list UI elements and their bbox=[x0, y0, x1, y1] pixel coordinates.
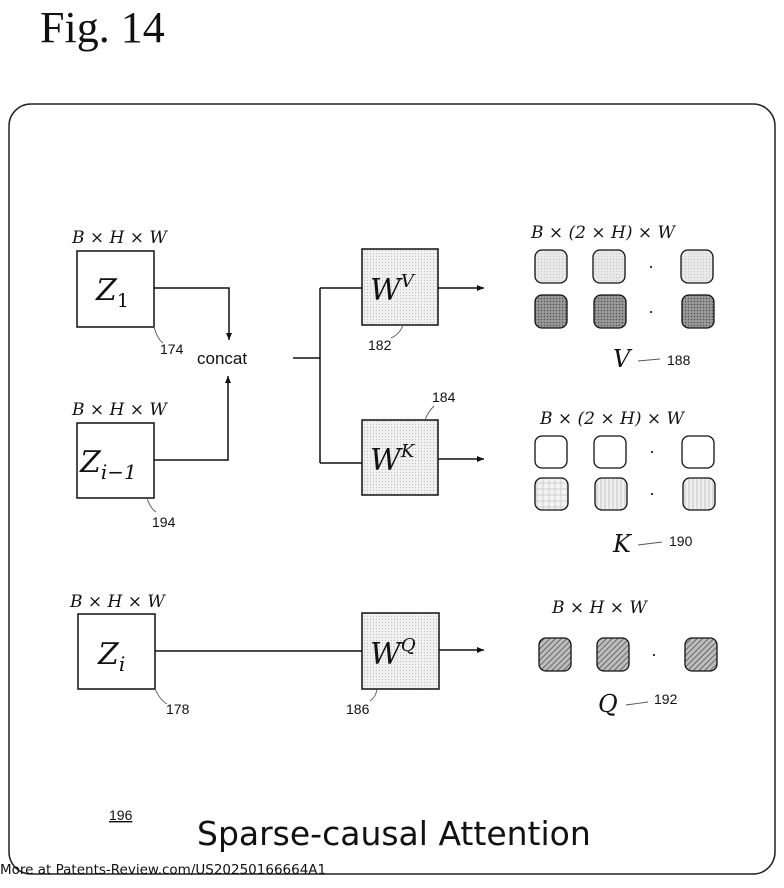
k-token-plain-3 bbox=[681, 435, 715, 469]
wk-ref: 184 bbox=[432, 389, 456, 405]
wk-box bbox=[361, 419, 439, 496]
zi-dims: B × H × W bbox=[69, 592, 166, 612]
q-ellipsis: · bbox=[651, 644, 657, 664]
z1-ref: 174 bbox=[160, 341, 184, 357]
v-token-light-3 bbox=[680, 249, 714, 284]
v-token-light-2 bbox=[592, 249, 626, 284]
zi-ref-leader bbox=[154, 688, 168, 705]
v-token-dark-1 bbox=[534, 294, 568, 329]
v-ellipsis-1: · bbox=[648, 256, 654, 276]
caption-ref: 196 bbox=[109, 807, 133, 823]
q-token-1 bbox=[538, 637, 572, 672]
v-ellipsis-2: · bbox=[648, 301, 654, 321]
k-dims: B × (2 × H) × W bbox=[539, 409, 686, 429]
wq-ref-leader bbox=[369, 688, 378, 702]
z1-ref-leader bbox=[153, 326, 164, 344]
q-token-2 bbox=[596, 637, 630, 672]
z1-label: Z1 bbox=[95, 273, 129, 312]
wv-box bbox=[361, 248, 439, 326]
wk-ref-leader bbox=[424, 405, 435, 421]
k-ref: 190 bbox=[669, 533, 693, 549]
k-token-grid-1 bbox=[534, 477, 569, 511]
v-dims: B × (2 × H) × W bbox=[530, 223, 677, 243]
v-token-dark-3 bbox=[681, 294, 715, 329]
wv-ref: 182 bbox=[368, 337, 392, 353]
v-token-light-1 bbox=[534, 249, 568, 284]
caption: Sparse-causal Attention bbox=[197, 814, 591, 853]
concat-label: concat bbox=[197, 349, 247, 368]
k-token-grid-2 bbox=[594, 477, 628, 511]
q-label: Q bbox=[598, 690, 618, 718]
zi-box bbox=[77, 613, 156, 690]
z1-box bbox=[76, 250, 155, 328]
zi-ref: 178 bbox=[166, 701, 190, 717]
z1-to-concat-arrow bbox=[154, 287, 232, 340]
v-label: V bbox=[613, 345, 633, 373]
wv-ref-leader bbox=[390, 324, 404, 339]
q-token-3 bbox=[684, 637, 718, 672]
k-ellipsis-2: · bbox=[649, 483, 655, 503]
zi-minus-1-dims: B × H × W bbox=[71, 400, 168, 420]
k-token-plain-2 bbox=[593, 435, 627, 469]
source-footer[interactable]: More at Patents-Review.com/US20250166664… bbox=[0, 862, 327, 878]
q-ref-leader bbox=[625, 701, 649, 706]
figure-title: Fig. 14 bbox=[40, 3, 165, 52]
q-ref: 192 bbox=[654, 691, 678, 707]
wq-ref: 186 bbox=[346, 701, 370, 717]
v-ref: 188 bbox=[667, 352, 691, 368]
z1-dims: B × H × W bbox=[71, 228, 168, 248]
zi-minus-1-ref-leader bbox=[146, 497, 157, 513]
zi-label: Zi bbox=[97, 637, 125, 676]
wv-label: WV bbox=[370, 271, 416, 308]
q-dims: B × H × W bbox=[551, 598, 648, 618]
zi-minus-1-label: Zi−1 bbox=[79, 445, 137, 484]
k-token-grid-3 bbox=[682, 477, 716, 511]
k-label: K bbox=[612, 530, 633, 558]
k-ref-leader bbox=[637, 541, 663, 546]
zi-minus-1-to-concat-arrow bbox=[154, 376, 231, 461]
v-ref-leader bbox=[637, 358, 661, 362]
wq-label: WQ bbox=[370, 635, 416, 672]
k-ellipsis-1: · bbox=[649, 441, 655, 461]
v-token-dark-2 bbox=[593, 294, 627, 329]
zi-minus-1-ref: 194 bbox=[152, 514, 176, 530]
wk-label: WK bbox=[370, 441, 416, 478]
k-token-plain-1 bbox=[534, 435, 568, 469]
figure-frame bbox=[8, 103, 776, 875]
